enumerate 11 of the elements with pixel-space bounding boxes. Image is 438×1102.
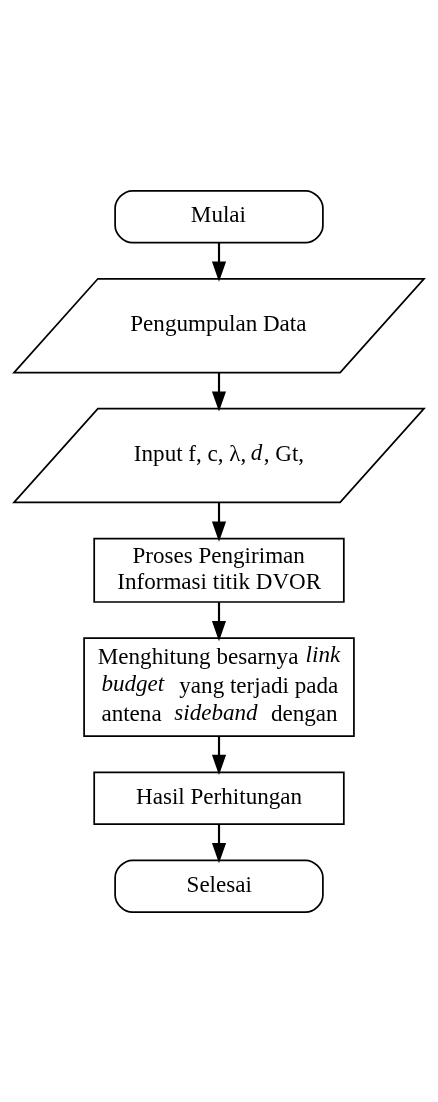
node-box: Hasil Perhitungan — [93, 770, 345, 825]
arrow — [211, 823, 227, 863]
node-box: Proses Pengiriman Informasi titik DVOR — [93, 537, 345, 603]
node-box: Selesai — [114, 858, 324, 913]
node-box: Menghitung besarnya link budget yang terjadi pada antena sideband dengan — [83, 636, 355, 737]
arrow — [211, 501, 227, 542]
arrow — [211, 242, 227, 282]
arrow — [211, 735, 227, 775]
arrow — [211, 601, 227, 641]
node-box: Mulai — [114, 189, 324, 244]
arrow — [211, 372, 227, 412]
